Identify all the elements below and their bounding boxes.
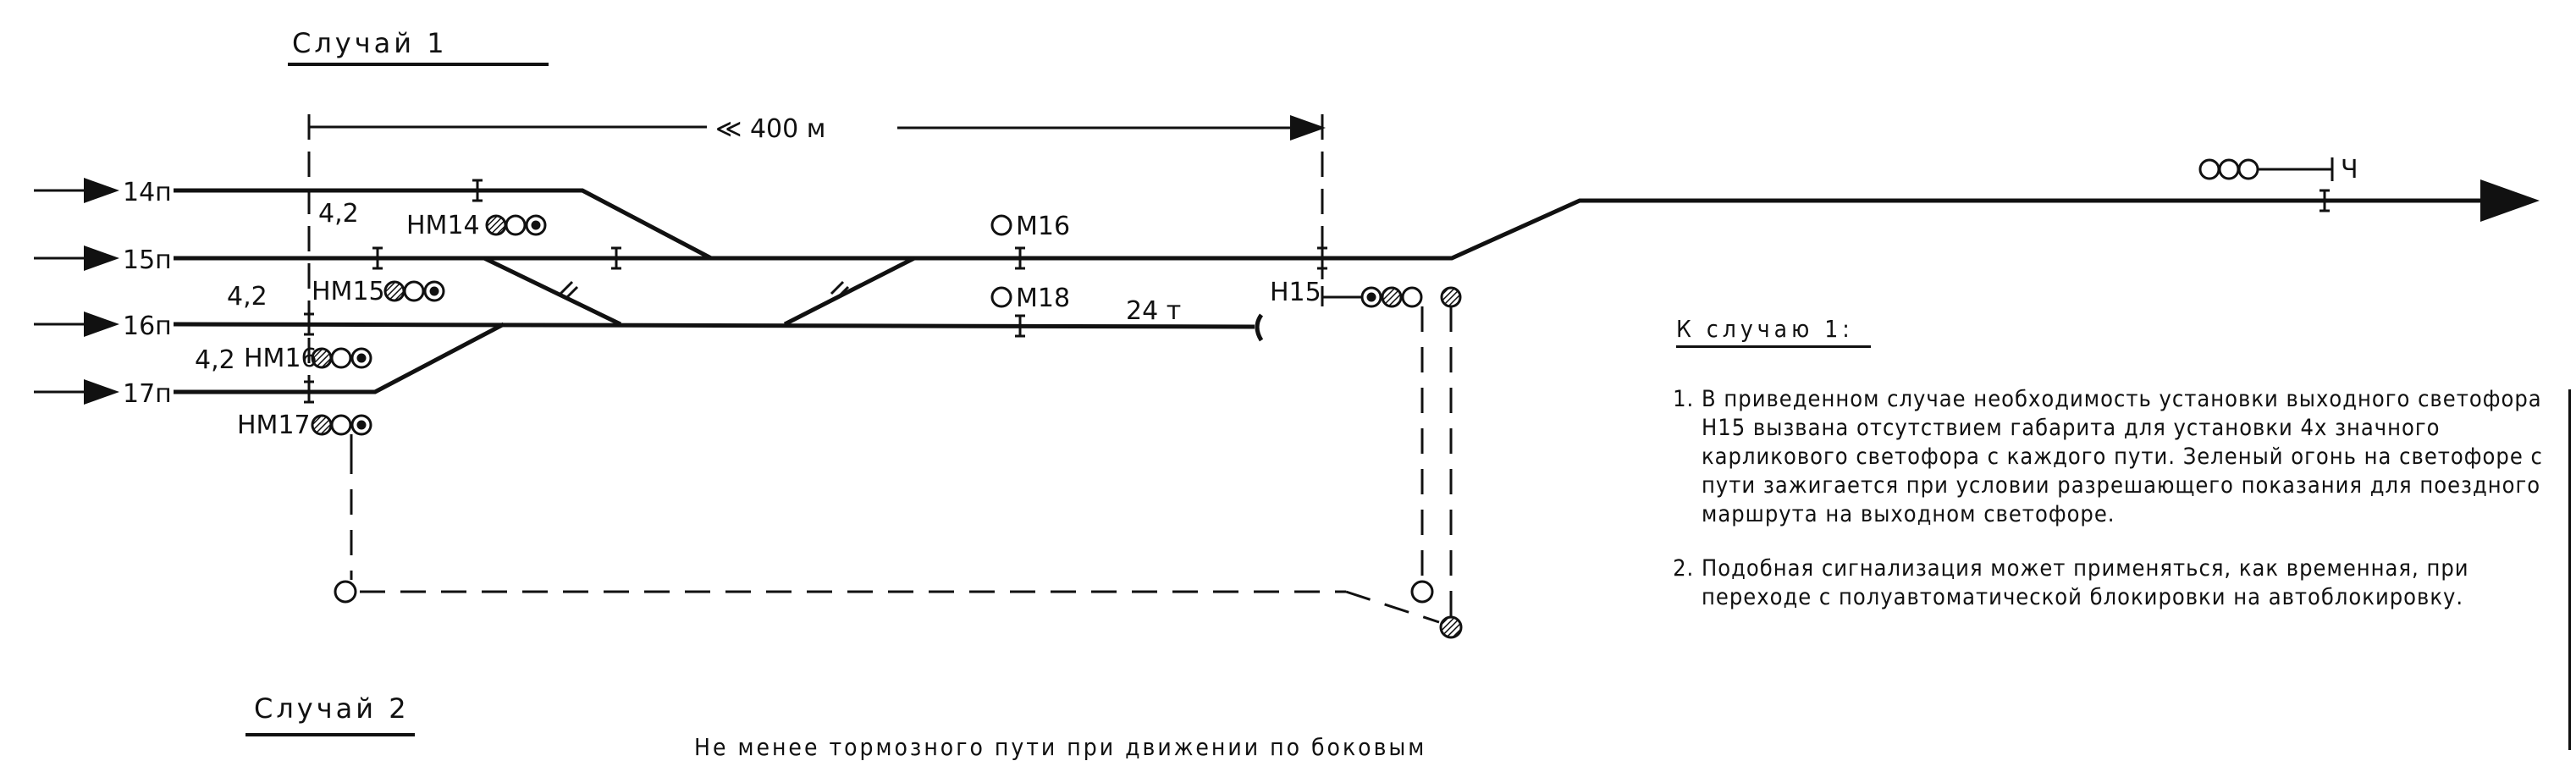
- dead-end-label: 24 т: [1126, 296, 1181, 326]
- signal-ch: [2198, 157, 2334, 181]
- signal-label-nm14: НМ14: [406, 211, 480, 240]
- signal-label-ch: Ч: [2341, 155, 2358, 185]
- signal-label-m16: М16: [1016, 212, 1070, 241]
- case2-title: Случай 2: [254, 692, 410, 725]
- distance-dimension: ≪ 400 м: [307, 114, 1326, 402]
- note-item: Подобная сигнализация может применяться,…: [1702, 554, 2569, 612]
- frame-border: [2568, 389, 2571, 750]
- signal-label-nm16: НМ16: [244, 344, 317, 373]
- clearance-label: 4,2: [195, 345, 235, 375]
- control-circuit: [350, 306, 1453, 624]
- signal-label-nm17: НМ17: [237, 411, 311, 440]
- notes-heading: К случаю 1:: [1676, 315, 1871, 348]
- signal-label-m18: М18: [1016, 284, 1070, 313]
- track-label-17: 17п: [123, 379, 172, 409]
- signal-nm14: [485, 214, 547, 236]
- clearance-label: 4,2: [227, 282, 268, 312]
- insulating-joints: [304, 179, 2330, 404]
- indicator-lamp: [1439, 615, 1463, 639]
- signal-nm17: [311, 414, 372, 436]
- notes-block: К случаю 1: В приведенном случае необход…: [1647, 315, 2569, 637]
- indicator-lamp: [334, 580, 357, 604]
- signal-nm16: [311, 347, 372, 369]
- signal-m16: [990, 214, 1012, 236]
- tracks: [34, 178, 2540, 405]
- track-label-15: 15п: [123, 245, 172, 275]
- clearance-label: 4,2: [318, 199, 359, 229]
- distance-label: ≪ 400 м: [715, 114, 825, 144]
- note-item: В приведенном случае необходимость устан…: [1702, 385, 2569, 529]
- indicator-lamp: [1410, 580, 1434, 604]
- case1-title: Случай 1: [292, 27, 448, 59]
- signal-nm15: [383, 280, 445, 302]
- track-label-16: 16п: [123, 312, 172, 341]
- track-label-14: 14п: [123, 178, 172, 207]
- signal-m18: [990, 286, 1012, 308]
- signal-label-nm15: НМ15: [312, 277, 385, 306]
- case2-subtitle: Не менее тормозного пути при движении по…: [694, 733, 1427, 761]
- signal-label-h15: Н15: [1270, 278, 1321, 307]
- signal-h15: [1321, 286, 1462, 308]
